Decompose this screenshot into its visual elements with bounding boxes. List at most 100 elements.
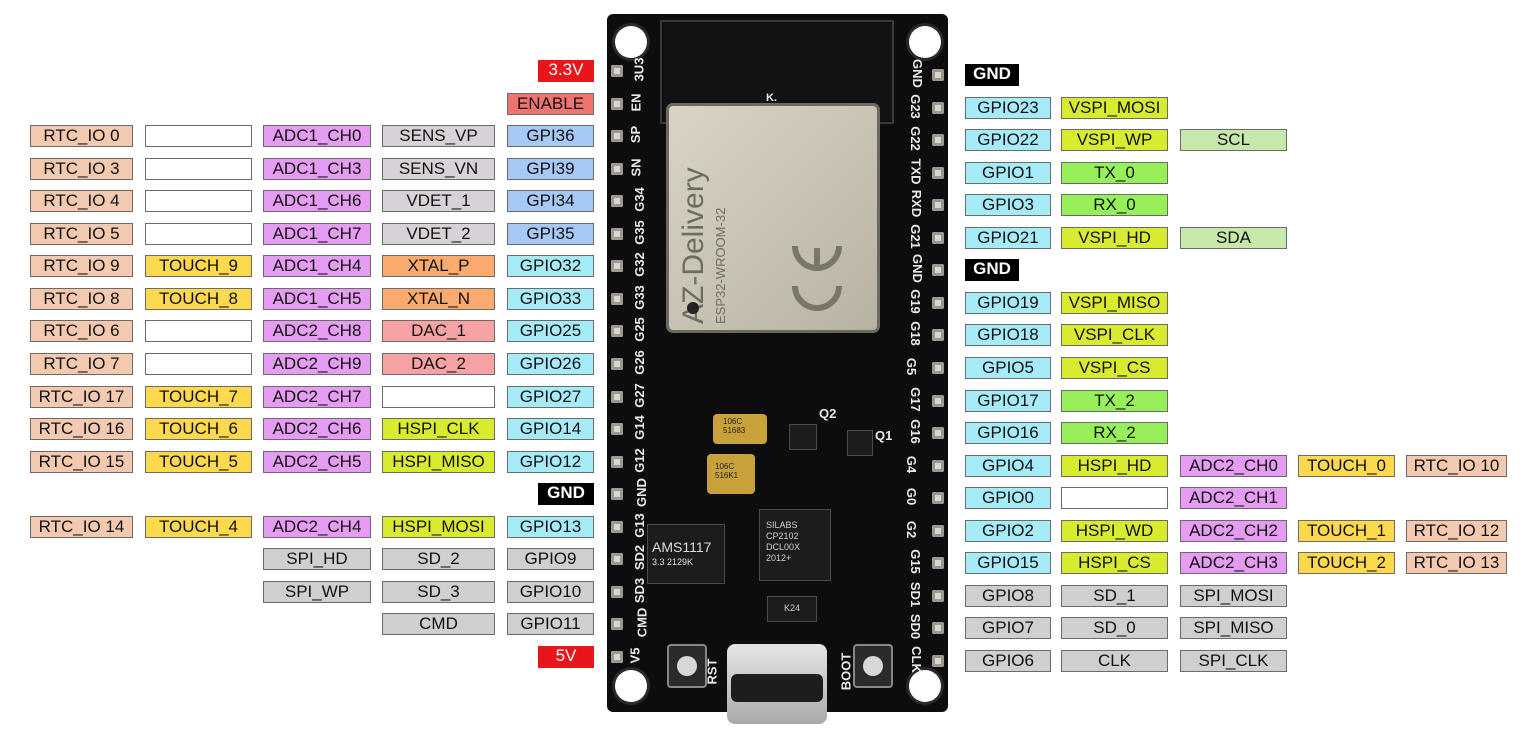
header-pin-left [611, 618, 623, 630]
left-pin-label: RTC_IO 16 [30, 418, 133, 440]
usb-uart-chip-label: SILABS CP2102 DCL00X 2012+ [766, 520, 801, 563]
left-pin-label: XTAL_N [382, 288, 495, 310]
left-pin-label: ADC2_CH7 [263, 386, 371, 408]
left-pin-label: GPI34 [507, 190, 594, 212]
header-pin-left [611, 260, 623, 272]
right-pin-label [1061, 487, 1168, 509]
right-pin-label: GPIO23 [965, 97, 1051, 119]
right-pin-label: SPI_MISO [1180, 617, 1287, 639]
right-pin-label: SPI_CLK [1180, 650, 1287, 672]
right-pin-label: HSPI_CS [1061, 552, 1168, 574]
left-pin-label [145, 320, 252, 342]
left-pin-label [145, 223, 252, 245]
pin-silk-right: TXD [908, 158, 924, 185]
pin-silk-left: SN [628, 158, 644, 177]
right-pin-label: VSPI_CS [1061, 357, 1168, 379]
header-pin-right [932, 102, 944, 114]
header-pin-right [932, 395, 944, 407]
right-pin-label: SPI_MOSI [1180, 585, 1287, 607]
left-pin-label: GPIO10 [507, 581, 594, 603]
right-pin-label: VSPI_MISO [1061, 292, 1168, 314]
pin-silk-right: G18 [907, 321, 923, 346]
header-pin-right [932, 525, 944, 537]
pin-silk-right: CLK [908, 646, 924, 673]
left-pin-label: GPIO14 [507, 418, 594, 440]
left-pin-label: SD_3 [382, 581, 495, 603]
header-pin-right [932, 557, 944, 569]
left-pin-label: RTC_IO 8 [30, 288, 133, 310]
left-pin-label: VDET_1 [382, 190, 495, 212]
right-pin-label: GPIO21 [965, 227, 1051, 249]
right-pin-label: RX_2 [1061, 422, 1168, 444]
transistor-q1 [847, 430, 873, 456]
left-pin-label: SD_2 [382, 548, 495, 570]
left-pin-label: SENS_VP [382, 125, 495, 147]
boot-button[interactable] [853, 644, 893, 688]
antenna-mark: K. [766, 92, 777, 104]
ce-mark-icon [792, 245, 842, 311]
pin-silk-left: GND [633, 478, 649, 507]
capacitor-1-label: 106C 51683 [723, 417, 746, 435]
left-pin-label: GPIO33 [507, 288, 594, 310]
left-pin-label: ADC1_CH6 [263, 190, 371, 212]
header-pin-left [611, 488, 623, 500]
mounting-hole-bottom-right [909, 670, 941, 702]
left-pin-label: ADC1_CH7 [263, 223, 371, 245]
pin-silk-left: G35 [631, 220, 647, 245]
voltage-regulator: AMS1117 3.3 2129K [647, 524, 725, 584]
pin-silk-left: SD2 [632, 544, 648, 571]
left-pin-label: GPI36 [507, 125, 594, 147]
right-pin-label: HSPI_WD [1061, 520, 1168, 542]
right-pin-label: GPIO0 [965, 487, 1051, 509]
regulator-label: AMS1117 [652, 539, 712, 555]
right-pin-label: GPIO17 [965, 390, 1051, 412]
left-pin-label: CMD [382, 613, 495, 635]
right-pin-label: ADC2_CH3 [1180, 552, 1287, 574]
header-pin-left [611, 130, 623, 142]
left-pin-label: GPI35 [507, 223, 594, 245]
header-pin-right [932, 134, 944, 146]
pin-one-dot-icon [687, 302, 699, 314]
header-pin-right [932, 622, 944, 634]
pin-silk-right: G23 [907, 94, 923, 119]
left-pin-label: ADC2_CH6 [263, 418, 371, 440]
right-pin-label: GPIO2 [965, 520, 1051, 542]
rst-button[interactable] [667, 644, 707, 688]
left-pin-label [145, 158, 252, 180]
right-pin-label: ADC2_CH1 [1180, 487, 1287, 509]
capacitor-1: 106C 51683 [713, 414, 767, 444]
right-pin-label: GPIO19 [965, 292, 1051, 314]
pin-silk-left: G25 [631, 317, 647, 342]
pin-silk-right: G4 [904, 455, 920, 474]
left-pin-label: GPIO9 [507, 548, 594, 570]
pin-silk-right: G0 [904, 487, 920, 506]
pin-silk-right: G5 [904, 357, 920, 376]
left-pin-label: HSPI_MISO [382, 451, 495, 473]
left-pin-label: TOUCH_4 [145, 516, 252, 538]
left-pin-label: RTC_IO 5 [30, 223, 133, 245]
pin-silk-right: G22 [907, 126, 923, 151]
left-pin-label: TOUCH_7 [145, 386, 252, 408]
right-pin-label: TX_0 [1061, 162, 1168, 184]
pin-silk-right: G17 [907, 387, 923, 412]
diode-k24: K24 [767, 596, 817, 622]
left-pin-label: ADC1_CH0 [263, 125, 371, 147]
left-pin-label: VDET_2 [382, 223, 495, 245]
right-pin-label: GPIO3 [965, 194, 1051, 216]
left-pin-label: ADC2_CH9 [263, 353, 371, 375]
pin-silk-right: G16 [907, 419, 923, 444]
capacitor-2-label: 106C 516K1 [715, 462, 739, 480]
header-pin-left [611, 358, 623, 370]
regulator-sublabel: 3.3 2129K [652, 557, 694, 567]
right-pin-label: SD_1 [1061, 585, 1168, 607]
left-pin-label: GPIO12 [507, 451, 594, 473]
header-pin-left [611, 65, 623, 77]
pin-silk-right: SD1 [908, 581, 924, 608]
pin-silk-left: G34 [631, 187, 647, 212]
right-pin-label: TX_2 [1061, 390, 1168, 412]
right-pin-label: SCL [1180, 129, 1287, 151]
left-pin-label: TOUCH_8 [145, 288, 252, 310]
right-pin-label: RTC_IO 13 [1406, 552, 1507, 574]
right-pin-label: ADC2_CH0 [1180, 455, 1287, 477]
